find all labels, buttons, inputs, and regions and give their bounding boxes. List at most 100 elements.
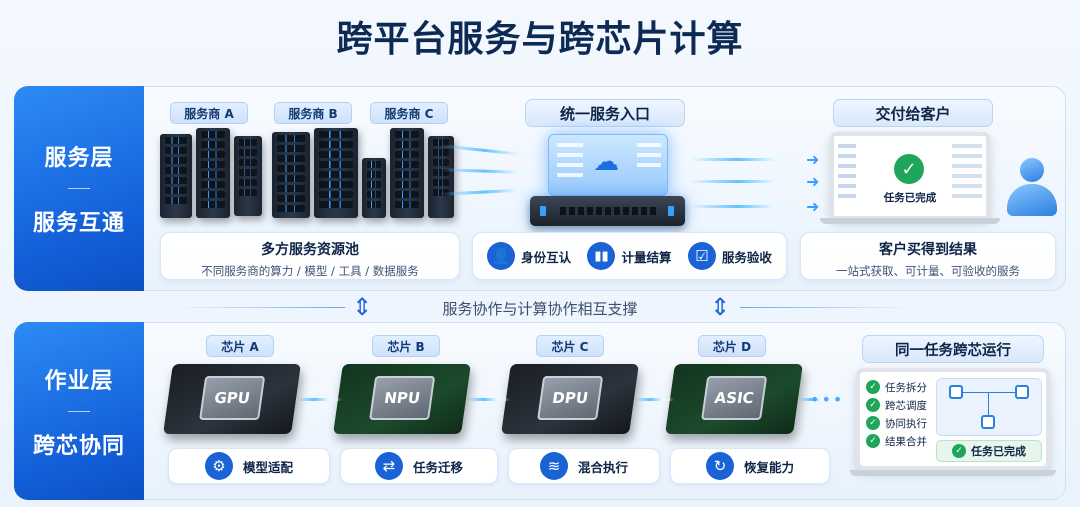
server-rack-b-image (272, 128, 362, 220)
page-title: 跨平台服务与跨芯片计算 (336, 19, 744, 60)
work-layer-tag: 作业层 跨芯协同 (14, 322, 144, 500)
function-recovery: ↻ 恢复能力 (670, 448, 830, 484)
chip-c-label: 芯片 C (536, 335, 604, 357)
function-task-migrate-label: 任务迁移 (412, 459, 463, 475)
work-layer-sublabel: 跨芯协同 (32, 433, 125, 459)
laptop-status: 任务已完成 (883, 192, 937, 204)
feature-metering-label: 计量结算 (621, 249, 672, 265)
check-icon: ✓ (866, 380, 880, 394)
chip-d-label: 芯片 D (698, 335, 766, 357)
function-task-migrate: ⇄ 任务迁移 (340, 448, 498, 484)
run-title: 同一任务跨芯运行 (862, 335, 1044, 363)
pool-title: 多方服务资源池 (261, 242, 359, 258)
cloud-icon: ☁ (593, 147, 619, 177)
step-split: ✓ 任务拆分 (866, 378, 927, 396)
arrow-right-icon: ➜ (806, 150, 820, 169)
run-status-label: 任务已完成 (971, 445, 1026, 458)
chip-node-icon (949, 385, 963, 399)
chip-node-icon (1015, 385, 1029, 399)
resource-pool-card: 多方服务资源池 不同服务商的算力 / 模型 / 工具 / 数据服务 (160, 232, 460, 280)
chip-a-label: 芯片 A (206, 335, 274, 357)
user-icon: 👤 (487, 242, 516, 270)
result-title: 客户买得到结果 (879, 242, 977, 258)
flow-line (798, 398, 830, 401)
refresh-icon: ↻ (705, 452, 734, 480)
function-model-adapt: ⚙ 模型适配 (168, 448, 330, 484)
laptop-base-image (820, 218, 1000, 224)
check-icon: ✓ (866, 416, 880, 430)
arrow-updown-icon: ⇕ (352, 293, 373, 321)
step-schedule: ✓ 跨芯调度 (866, 396, 927, 414)
step-schedule-label: 跨芯调度 (885, 399, 927, 412)
deliver-title: 交付给客户 (833, 99, 993, 127)
service-layer-tag: 服务层 服务互通 (14, 86, 144, 291)
provider-b-label: 服务商 B (274, 102, 352, 124)
gpu-die: GPU (199, 376, 266, 420)
check-icon: ✓ (866, 398, 880, 412)
arrow-right-icon: ➜ (806, 172, 820, 191)
feature-metering: ▮▮ 计量结算 (587, 242, 672, 270)
customer-avatar (1005, 158, 1059, 218)
step-merge: ✓ 结果合并 (866, 432, 927, 450)
service-layer-label: 服务层 (44, 146, 114, 171)
provider-a-label: 服务商 A (170, 102, 248, 124)
dots-icon: ••• (810, 390, 845, 409)
npu-chip-image: NPU (333, 364, 471, 434)
step-execute: ✓ 协同执行 (866, 414, 927, 432)
gpu-chip-image: GPU (163, 364, 301, 434)
step-execute-label: 协同执行 (885, 417, 927, 430)
feature-acceptance-label: 服务验收 (721, 249, 772, 265)
tag-divider (68, 188, 90, 189)
result-subtitle: 一站式获取、可计量、可验收的服务 (836, 264, 1020, 278)
arrow-updown-icon: ⇕ (710, 293, 731, 321)
run-status-badge: ✓ 任务已完成 (936, 440, 1042, 462)
monitor-base-image (850, 470, 1056, 476)
run-monitor-screen: ✓ 任务拆分 ✓ 跨芯调度 ✓ 协同执行 ✓ 结果合并 ✓ 任务已完成 (856, 368, 1050, 470)
flow-line (466, 398, 510, 401)
server-rack-a-image (160, 128, 265, 220)
chip-b-label: 芯片 B (372, 335, 440, 357)
avatar-head (1020, 158, 1044, 182)
asic-chip-image: ASIC (665, 364, 803, 434)
flow-line (690, 180, 810, 183)
feature-acceptance: ☑ 服务验收 (687, 242, 772, 270)
asic-die: ASIC (701, 376, 768, 420)
chip-node-icon (981, 415, 995, 429)
step-merge-label: 结果合并 (885, 435, 927, 448)
function-hybrid-exec-label: 混合执行 (577, 459, 628, 475)
provider-c-label: 服务商 C (370, 102, 448, 124)
feature-identity-label: 身份互认 (521, 249, 572, 265)
check-icon: ✓ (866, 434, 880, 448)
avatar-body (1007, 184, 1057, 216)
entry-features-card: 👤 身份互认 ▮▮ 计量结算 ☑ 服务验收 (472, 232, 787, 280)
entry-device-image (530, 196, 685, 226)
pool-subtitle: 不同服务商的算力 / 模型 / 工具 / 数据服务 (201, 264, 419, 278)
divider-line-left (175, 307, 345, 308)
feature-identity: 👤 身份互认 (487, 242, 571, 270)
entry-title: 统一服务入口 (525, 99, 685, 127)
chip-topology-diagram (936, 378, 1042, 436)
layers-icon: ≋ (539, 452, 568, 480)
divider-line-right (740, 307, 910, 308)
check-icon: ✓ (894, 154, 924, 184)
service-layer-sublabel: 服务互通 (32, 211, 125, 236)
npu-die: NPU (369, 376, 436, 420)
dpu-chip-image: DPU (501, 364, 639, 434)
flow-line (690, 205, 810, 208)
checklist-icon: ☑ (687, 242, 716, 270)
work-layer-label: 作业层 (44, 368, 114, 394)
dpu-die: DPU (537, 376, 604, 420)
check-icon: ✓ (952, 444, 966, 458)
arrow-right-icon: ➜ (806, 197, 820, 216)
bar-chart-icon: ▮▮ (587, 242, 616, 270)
flow-line (296, 398, 342, 401)
step-split-label: 任务拆分 (885, 381, 927, 394)
flow-line (690, 158, 810, 161)
middle-caption: 服务协作与计算协作相互支撑 (442, 300, 638, 318)
tag-divider (68, 410, 90, 412)
gear-icon: ⚙ (204, 452, 233, 480)
customer-result-card: 客户买得到结果 一站式获取、可计量、可验收的服务 (800, 232, 1056, 280)
function-model-adapt-label: 模型适配 (242, 459, 293, 475)
server-rack-c-image (362, 128, 457, 220)
flow-line (634, 398, 674, 401)
